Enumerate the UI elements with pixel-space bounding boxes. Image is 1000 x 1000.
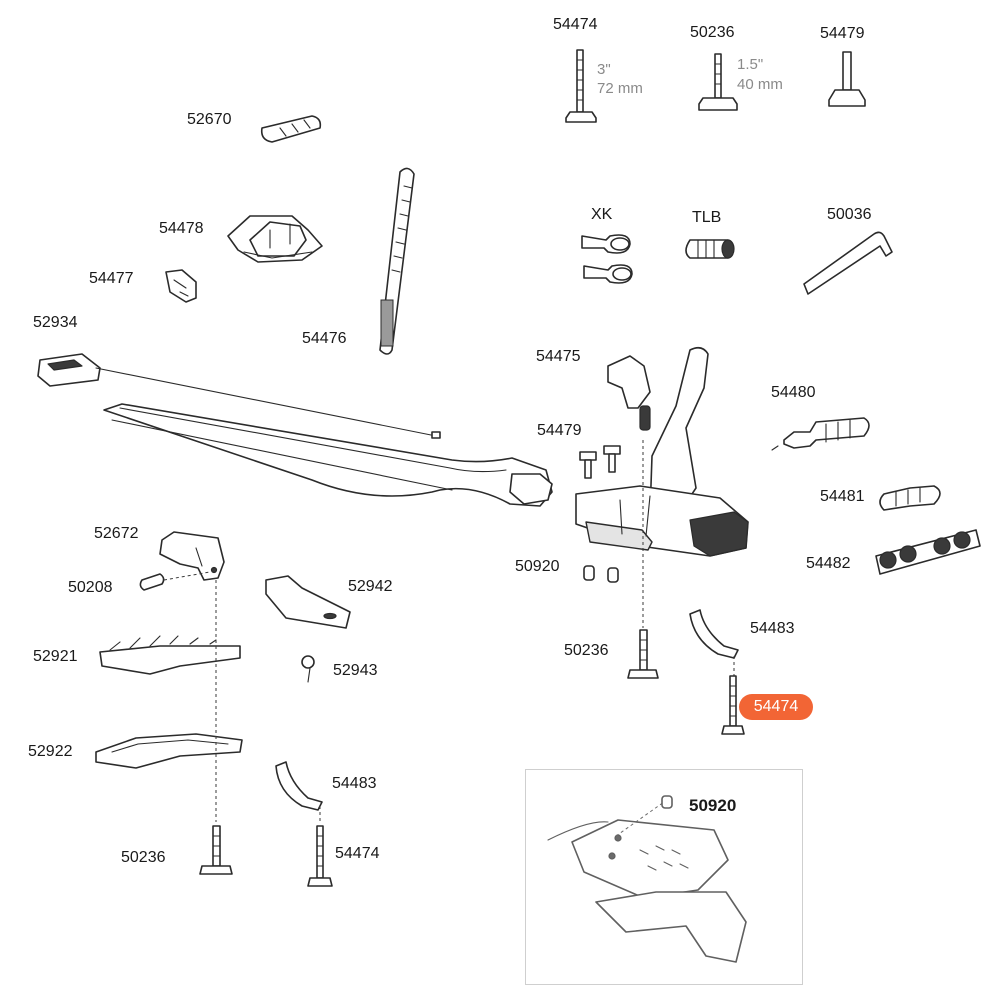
callout-54479-mid: 54479	[537, 422, 582, 439]
callout-50208: 50208	[68, 579, 113, 596]
callout-54483-bottom: 54483	[332, 775, 377, 792]
part-spacers-50920	[583, 565, 619, 583]
part-bolt-54474-highlighted	[721, 675, 745, 735]
part-strap-54483-left	[275, 761, 323, 824]
callout-54476: 54476	[302, 330, 347, 347]
part-knob-strip-54482	[875, 529, 981, 575]
callout-52670: 52670	[187, 111, 232, 128]
callout-54474-bottom: 54474	[335, 845, 380, 862]
part-short-bolt-top	[698, 53, 738, 111]
callout-54483-right: 54483	[750, 620, 795, 637]
part-rubber-cap	[260, 115, 322, 143]
part-long-strap	[379, 167, 415, 355]
part-knob-54481	[879, 485, 941, 511]
part-wheel-holder-body	[575, 346, 749, 557]
part-long-rail	[103, 403, 553, 507]
part-bolt-54474-bottom	[307, 825, 333, 887]
part-keys-xk	[581, 234, 633, 284]
part-t-bolt-top	[828, 51, 866, 107]
part-hex-key	[803, 231, 893, 295]
callout-54477: 54477	[89, 270, 134, 287]
callout-54479-top: 54479	[820, 25, 865, 42]
callout-50236-top: 50236	[690, 24, 735, 41]
callout-54478: 54478	[159, 220, 204, 237]
callout-54481: 54481	[820, 488, 865, 505]
part-end-cap-cable	[37, 353, 441, 439]
inset-box	[525, 769, 803, 985]
short-bolt-inch: 1.5"	[737, 56, 764, 73]
part-lever-54475	[607, 355, 651, 431]
long-bolt-inch: 3"	[597, 61, 611, 78]
callout-50236-mid: 50236	[564, 642, 609, 659]
part-screw-52943	[301, 655, 315, 683]
part-clamp-54478	[227, 215, 323, 263]
part-pad-52942	[265, 575, 351, 629]
inset-detail-drawing	[547, 795, 747, 963]
part-clip-52672	[159, 531, 225, 581]
highlight-badge	[739, 694, 813, 720]
part-bracket-54477	[165, 269, 197, 303]
part-lock-cylinder	[685, 239, 735, 259]
part-bolt-50236-left	[199, 825, 233, 875]
callout-54475: 54475	[536, 348, 581, 365]
part-long-bolt-top	[565, 49, 597, 123]
part-strap-54483-right	[689, 609, 739, 676]
callout-54480: 54480	[771, 384, 816, 401]
callout-52942: 52942	[348, 578, 393, 595]
callout-50236-bottom: 50236	[121, 849, 166, 866]
long-bolt-mm: 72 mm	[597, 80, 643, 97]
callout-52943: 52943	[333, 662, 378, 679]
callout-50036: 50036	[827, 206, 872, 223]
callout-52934: 52934	[33, 314, 78, 331]
callout-54474-top: 54474	[553, 16, 598, 33]
short-bolt-mm: 40 mm	[737, 76, 783, 93]
callout-xk: XK	[591, 206, 613, 223]
callout-54482: 54482	[806, 555, 851, 572]
part-t-bolts-mid	[579, 445, 621, 479]
part-pin-50208	[139, 571, 211, 591]
callout-50920: 50920	[515, 558, 560, 575]
callout-52672: 52672	[94, 525, 139, 542]
part-bolt-50236-right	[627, 440, 659, 679]
part-pin-54480	[771, 417, 870, 451]
callout-52922: 52922	[28, 743, 73, 760]
inset-callout-50920: 50920	[689, 796, 737, 815]
part-frame-plate-52922	[95, 733, 243, 769]
callout-54474-highlighted: 54474	[753, 698, 799, 715]
part-base-plate-52921	[99, 635, 241, 675]
callout-tlb: TLB	[692, 209, 722, 226]
callout-52921: 52921	[33, 648, 78, 665]
